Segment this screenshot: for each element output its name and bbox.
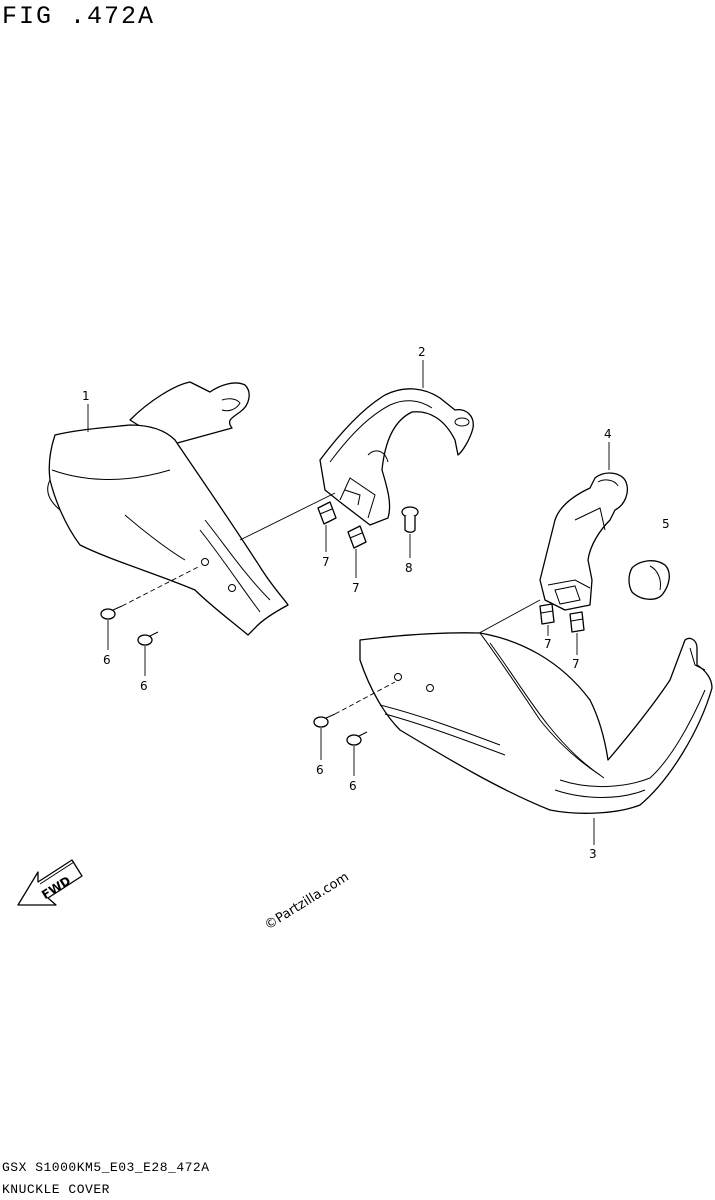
part-6-screw-c[interactable]: 6 xyxy=(313,681,396,777)
part-2-left-bracket[interactable]: 2 xyxy=(319,345,474,526)
callout-7c: 7 xyxy=(544,637,552,651)
watermark: ©Partzilla.com xyxy=(262,870,352,934)
part-7-clip-b[interactable]: 7 xyxy=(347,525,367,595)
callout-2: 2 xyxy=(418,345,426,359)
part-6-screw-a[interactable]: 6 xyxy=(100,565,201,667)
part-7-clip-c[interactable]: 7 xyxy=(539,603,555,651)
figure-title: FIG .472A xyxy=(2,2,156,31)
fwd-arrow-icon: FWD xyxy=(17,859,83,906)
part-8-rivet[interactable]: 8 xyxy=(401,506,419,575)
callout-8: 8 xyxy=(405,561,413,575)
callout-7d: 7 xyxy=(572,657,580,671)
part-6-screw-b[interactable]: 6 xyxy=(137,631,159,693)
part-6-screw-d[interactable]: 6 xyxy=(346,731,368,793)
callout-6c: 6 xyxy=(316,763,324,777)
part-4-right-bracket[interactable]: 4 xyxy=(539,427,629,611)
callout-5: 5 xyxy=(662,517,670,531)
callout-4: 4 xyxy=(604,427,612,441)
part-3-right-knuckle-cover[interactable]: 3 xyxy=(359,632,713,861)
callout-6d: 6 xyxy=(349,779,357,793)
part-7-clip-a[interactable]: 7 xyxy=(317,501,337,569)
part-1-left-knuckle-cover[interactable]: 1 xyxy=(47,381,289,636)
callout-6a: 6 xyxy=(103,653,111,667)
callout-1: 1 xyxy=(82,389,90,403)
callout-7b: 7 xyxy=(352,581,360,595)
part-7-clip-d[interactable]: 7 xyxy=(569,611,585,671)
footer-code: GSX S1000KM5_E03_E28_472A xyxy=(2,1160,210,1175)
footer-name: KNUCKLE COVER xyxy=(2,1182,110,1197)
callout-6b: 6 xyxy=(140,679,148,693)
part-5-cap[interactable]: 5 xyxy=(628,517,670,600)
callout-7a: 7 xyxy=(322,555,330,569)
callout-3: 3 xyxy=(589,847,597,861)
